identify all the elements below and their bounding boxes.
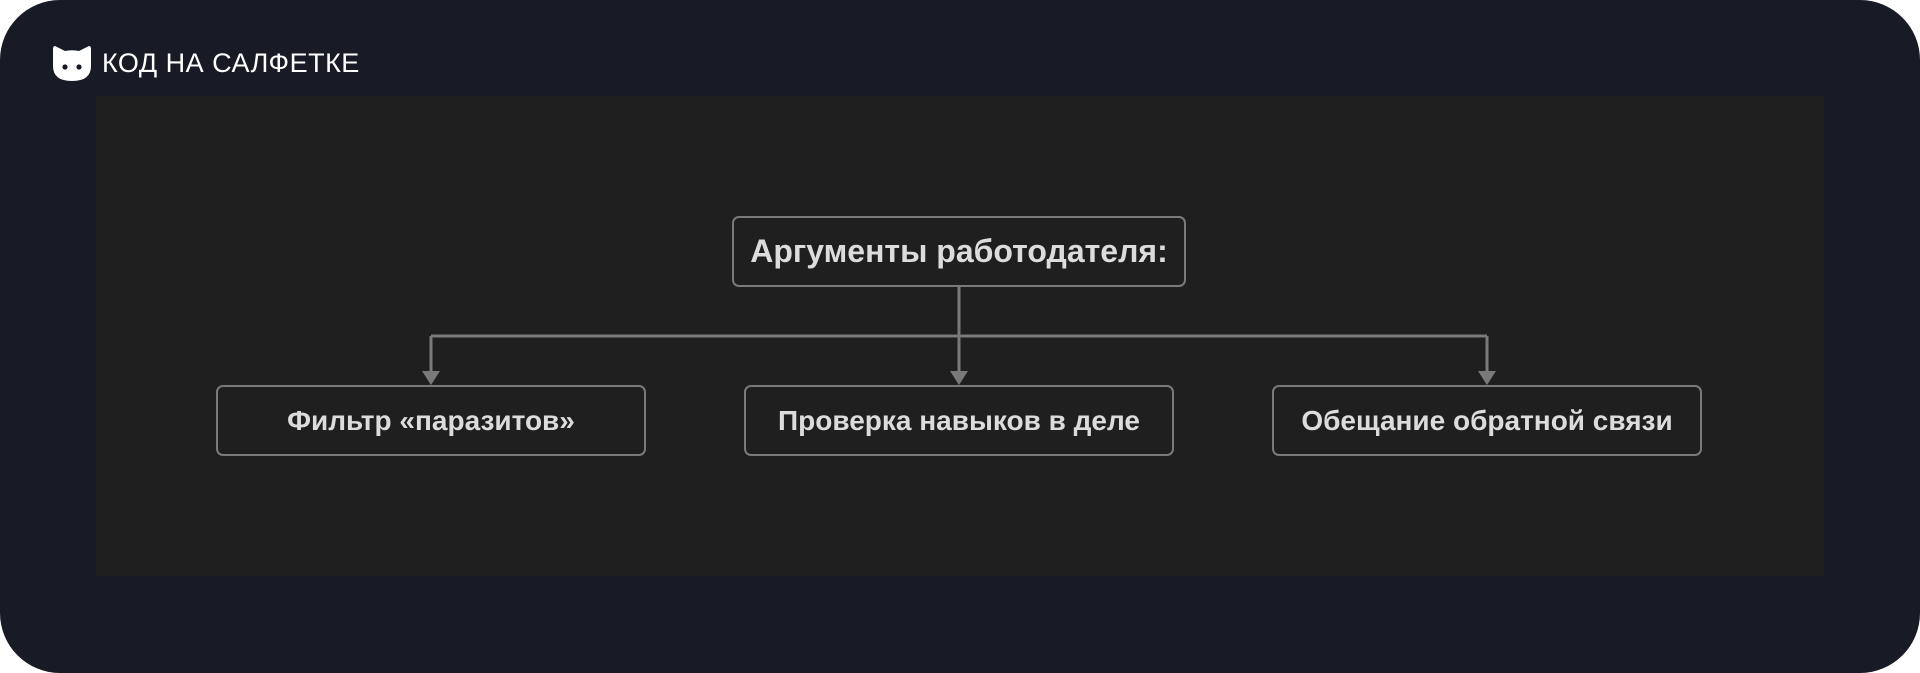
arrowhead-mid xyxy=(950,371,968,385)
child-node-feedback-promise: Обещание обратной связи xyxy=(1272,385,1702,456)
arrowhead-left xyxy=(422,371,440,385)
child-node-skills-check: Проверка навыков в деле xyxy=(744,385,1174,456)
connectors xyxy=(422,287,1496,385)
brand[interactable]: КОД НА САЛФЕТКЕ xyxy=(52,44,360,82)
brand-name: КОД НА САЛФЕТКЕ xyxy=(102,48,360,78)
root-node: Аргументы работодателя: xyxy=(732,216,1186,287)
child-node-parasite-filter: Фильтр «паразитов» xyxy=(216,385,646,456)
cat-face-icon xyxy=(53,46,91,81)
diagram-canvas: Аргументы работодателя: Фильтр «паразито… xyxy=(96,96,1824,576)
arrowhead-right xyxy=(1478,371,1496,385)
